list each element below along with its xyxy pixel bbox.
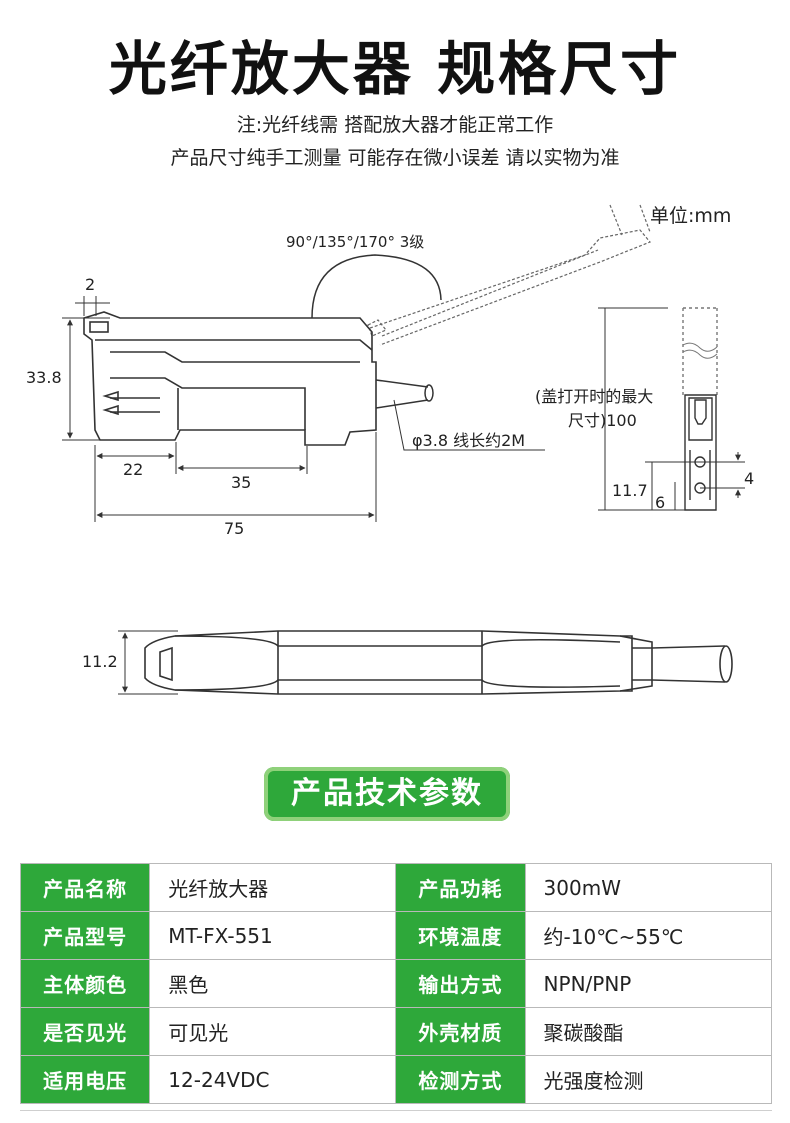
spec-value: 可见光 [149, 1007, 397, 1056]
spec-value: 黑色 [149, 959, 397, 1008]
spec-key: 主体颜色 [19, 959, 151, 1008]
dim-22: 22 [123, 460, 143, 479]
table-row: 适用电压 12-24VDC 检测方式 光强度检测 [19, 1055, 773, 1104]
spec-value: 光纤放大器 [149, 863, 397, 912]
spec-value: 光强度检测 [524, 1055, 773, 1104]
table-row: 是否见光 可见光 外壳材质 聚碳酸酯 [19, 1007, 773, 1056]
dim-33-8: 33.8 [26, 368, 62, 387]
spec-value: 12-24VDC [149, 1055, 397, 1104]
table-row: 产品型号 MT-FX-551 环境温度 约-10℃~55℃ [19, 911, 773, 960]
spec-key: 是否见光 [19, 1007, 151, 1056]
spec-key: 外壳材质 [395, 1007, 526, 1056]
open-lid-outline [367, 204, 651, 346]
spec-value: MT-FX-551 [149, 911, 397, 960]
cable-side-view [375, 379, 434, 409]
side-label-1: (盖打开时的最大 [535, 387, 653, 406]
side-label-2: 尺寸)100 [568, 411, 637, 430]
note-line-1: 注:光纤线需 搭配放大器才能正常工作 [236, 114, 554, 136]
dimension-drawing: 单位:mm 90°/135°/170° 3级 2 33.8 22 35 [26, 204, 754, 695]
amplifier-end-view [598, 307, 718, 511]
cable-label: φ3.8 线长约2M [412, 431, 525, 450]
spec-key: 产品名称 [19, 863, 151, 912]
spec-key: 输出方式 [395, 959, 526, 1008]
note-line-2: 产品尺寸纯手工测量 可能存在微小误差 请以实物为准 [170, 147, 620, 169]
amplifier-side-view [83, 311, 377, 446]
amplifier-top-view [144, 630, 733, 695]
dim-11-7: 11.7 [612, 481, 648, 500]
spec-value: 300mW [524, 863, 773, 912]
dim-4: 4 [744, 469, 754, 488]
divider [20, 1110, 772, 1111]
spec-key: 检测方式 [395, 1055, 526, 1104]
dim-6: 6 [655, 493, 665, 512]
spec-value: NPN/PNP [524, 959, 773, 1008]
spec-table: 产品名称 光纤放大器 产品功耗 300mW 产品型号 MT-FX-551 环境温… [19, 863, 773, 1104]
section-title-specs: 产品技术参数 [264, 767, 510, 821]
spec-value: 聚碳酸酯 [524, 1007, 773, 1056]
dim-11-2: 11.2 [82, 652, 118, 671]
dim-2: 2 [85, 275, 95, 294]
unit-label: 单位:mm [650, 205, 731, 227]
angle-label: 90°/135°/170° 3级 [286, 233, 424, 251]
table-row: 主体颜色 黑色 输出方式 NPN/PNP [19, 959, 773, 1008]
spec-key: 产品型号 [19, 911, 151, 960]
spec-key: 适用电压 [19, 1055, 151, 1104]
table-row: 产品名称 光纤放大器 产品功耗 300mW [19, 863, 773, 912]
angle-arc [311, 254, 442, 319]
spec-key: 产品功耗 [395, 863, 526, 912]
dim-75: 75 [224, 519, 244, 538]
page-title: 光纤放大器 规格尺寸 [108, 35, 682, 103]
spec-value: 约-10℃~55℃ [524, 911, 773, 960]
dim-35: 35 [231, 473, 251, 492]
spec-key: 环境温度 [395, 911, 526, 960]
